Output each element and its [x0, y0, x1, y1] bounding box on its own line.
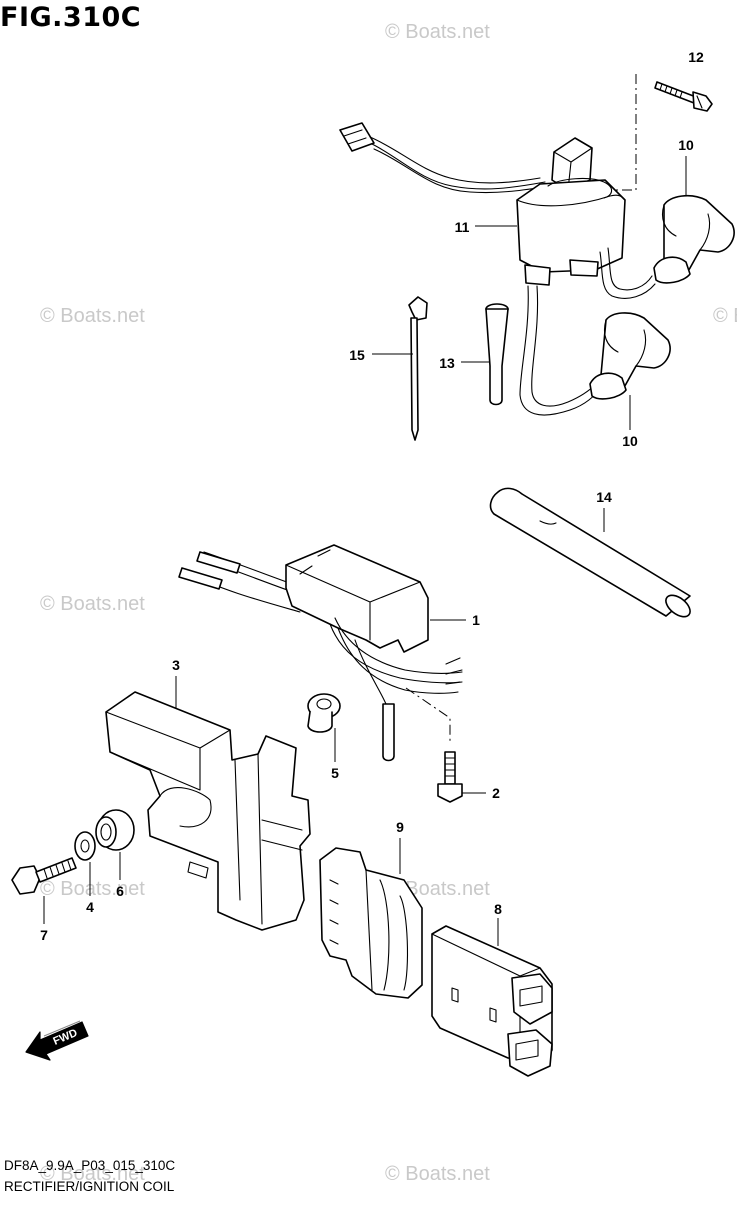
assembly-line [594, 74, 637, 191]
part-1-rectifier[interactable] [178, 544, 463, 762]
part-7-bolt[interactable] [11, 857, 77, 895]
watermark: © Boats.net [40, 593, 145, 615]
part-13-tube[interactable] [485, 303, 509, 406]
callout-1: 1 [472, 612, 480, 628]
watermark: © Boats.net [40, 878, 145, 900]
callout-8: 8 [494, 901, 502, 917]
callout-2: 2 [492, 785, 500, 801]
part-10-plug-cap-lower[interactable] [589, 312, 671, 400]
part-14-sleeve[interactable] [489, 487, 694, 621]
callout-14: 14 [596, 489, 612, 505]
assembly-line [405, 687, 451, 742]
callout-12: 12 [688, 49, 704, 65]
part-5-grommet[interactable] [307, 693, 341, 733]
callout-9: 9 [396, 819, 404, 835]
watermark: © Boats.net [40, 1163, 145, 1185]
part-8-module[interactable] [431, 925, 553, 1077]
callout-5: 5 [331, 765, 339, 781]
diagram-name: RECTIFIER/IGNITION COIL [4, 1179, 175, 1194]
part-6-grommet[interactable] [95, 809, 135, 851]
callout-6: 6 [116, 883, 124, 899]
callout-7: 7 [40, 927, 48, 943]
callout-3: 3 [172, 657, 180, 673]
part-10-plug-cap-upper[interactable] [653, 194, 735, 284]
part-2-bolt[interactable] [437, 751, 463, 803]
callout-11: 11 [455, 219, 470, 235]
callout-13: 13 [439, 355, 455, 371]
part-9-cover[interactable] [319, 847, 423, 999]
watermark: © Boats.net [713, 305, 737, 327]
part-3-bracket[interactable] [105, 691, 311, 931]
callout-10b: 10 [622, 433, 638, 449]
part-4-washer[interactable] [74, 831, 96, 861]
watermarks: © Boats.net © Boats.net © Boats.net © Bo… [40, 21, 737, 1185]
callout-15: 15 [349, 347, 365, 363]
part-12-bolt[interactable] [654, 81, 713, 112]
callout-4: 4 [86, 899, 94, 915]
diagram-code: DF8A_9.9A_P03_015_310C [4, 1158, 175, 1173]
part-11-ignition-coil[interactable] [339, 122, 656, 416]
callout-10a: 10 [678, 137, 694, 153]
watermark: © Boats.net [385, 1163, 490, 1185]
figure-title: FIG.310C [0, 2, 141, 33]
watermark: © Boats.net [40, 305, 145, 327]
callouts: 12 10 11 15 13 10 14 1 3 5 2 9 4 6 7 8 [40, 49, 704, 943]
part-15-cable-tie[interactable] [408, 296, 428, 441]
fwd-arrow-icon: FWD [25, 1020, 89, 1061]
watermark: © Boats.net [385, 21, 490, 43]
